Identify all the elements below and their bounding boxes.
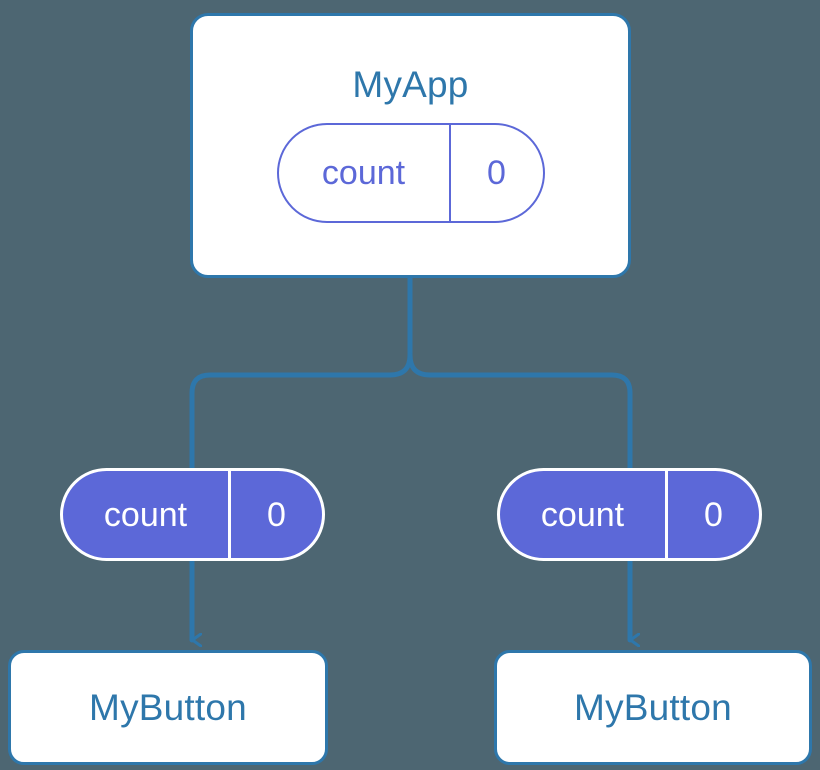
component-title-mybutton-left: MyButton — [89, 687, 247, 728]
component-title-myapp: MyApp — [352, 64, 469, 105]
component-title-mybutton-right: MyButton — [574, 687, 732, 728]
prop-pill-count-right[interactable]: count 0 — [497, 468, 762, 561]
connector-branch-left — [189, 352, 413, 471]
state-pill-value: 0 — [487, 154, 506, 192]
component-card-myapp[interactable]: MyApp count 0 — [190, 13, 631, 278]
prop-pill-key-right: count — [500, 471, 668, 558]
prop-pill-count-left[interactable]: count 0 — [60, 468, 325, 561]
component-card-mybutton-right[interactable]: MyButton — [494, 650, 812, 765]
connector-branch-right — [407, 352, 633, 471]
state-pill-count[interactable]: count 0 — [276, 123, 545, 223]
prop-pill-value-left: 0 — [267, 495, 286, 534]
prop-pill-key-left: count — [63, 471, 231, 558]
prop-pill-value-right: 0 — [704, 495, 723, 534]
state-pill-key: count — [279, 125, 451, 221]
component-card-mybutton-left[interactable]: MyButton — [8, 650, 328, 765]
